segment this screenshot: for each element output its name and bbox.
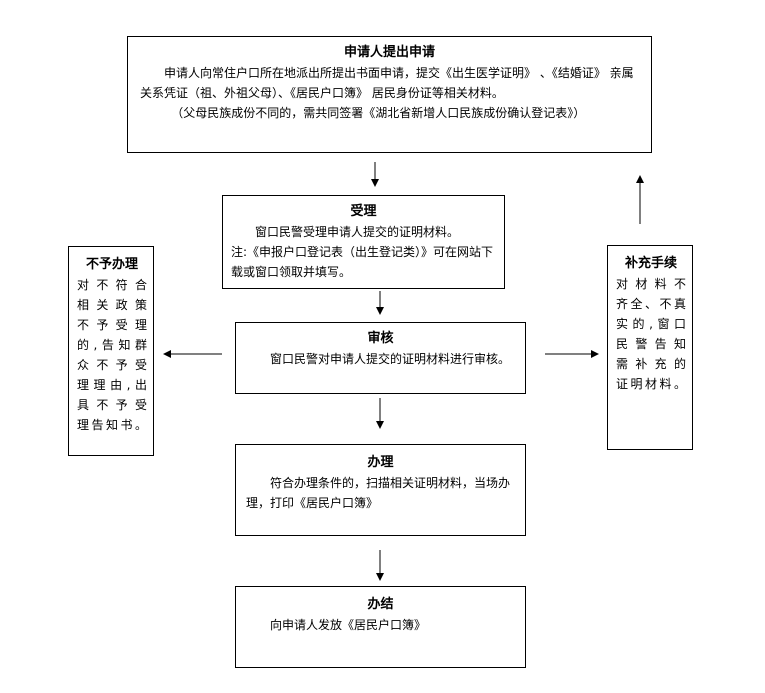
accept-note: 注:《申报户口登记表（出生登记类）》可在网站下载或窗口领取并填写。	[231, 245, 494, 279]
supplement-line: 实的,窗口	[616, 317, 686, 331]
review-title: 审核	[367, 331, 394, 346]
complete-box: 办结 向申请人发放《居民户口簿》	[235, 586, 526, 668]
supplement-line: 民警告知	[616, 337, 686, 351]
reject-title: 不予办理	[85, 257, 138, 272]
process-box: 办理 符合办理条件的，扫描相关证明材料，当场办理，打印《居民户口簿》	[235, 444, 526, 536]
reject-line: 不予受理	[77, 318, 147, 332]
supplement-line: 证明材料。	[616, 377, 686, 391]
supplement-line: 齐全、不真	[616, 297, 686, 311]
apply-note: （父母民族成份不同的，需共同签署《湖北省新增人口民族成份确认登记表》）	[171, 106, 586, 120]
supplement-line: 对材料不	[616, 277, 686, 291]
supplement-line: 需补充的	[616, 357, 686, 371]
review-box: 审核 窗口民警对申请人提交的证明材料进行审核。	[235, 322, 526, 394]
reject-line: 理理由,出	[77, 378, 147, 392]
accept-title: 受理	[350, 204, 377, 219]
process-title: 办理	[367, 455, 394, 470]
reject-line: 具不予受	[77, 398, 147, 412]
supplement-box: 补充手续 对材料不 齐全、不真 实的,窗口 民警告知 需补充的 证明材料。	[607, 245, 693, 450]
complete-body: 向申请人发放《居民户口簿》	[270, 618, 427, 632]
reject-line: 理告知书。	[77, 418, 147, 432]
accept-body: 窗口民警受理申请人提交的证明材料。	[255, 225, 460, 239]
reject-line: 相关政策	[77, 298, 147, 312]
reject-line: 的,告知群	[77, 338, 147, 352]
apply-body: 申请人向常住户口所在地派出所提出书面申请，提交《出生医学证明》 、《结婚证》 亲…	[140, 66, 634, 100]
process-body: 符合办理条件的，扫描相关证明材料，当场办理，打印《居民户口簿》	[246, 476, 511, 510]
reject-box: 不予办理 对不符合 相关政策 不予受理 的,告知群 众不予受 理理由,出 具不予…	[68, 246, 154, 456]
review-body: 窗口民警对申请人提交的证明材料进行审核。	[270, 352, 511, 366]
supplement-title: 补充手续	[624, 256, 677, 271]
accept-box: 受理 窗口民警受理申请人提交的证明材料。 注:《申报户口登记表（出生登记类）》可…	[222, 195, 505, 289]
apply-title: 申请人提出申请	[343, 45, 435, 60]
complete-title: 办结	[367, 597, 394, 612]
apply-box: 申请人提出申请 申请人向常住户口所在地派出所提出书面申请，提交《出生医学证明》 …	[127, 36, 652, 153]
reject-line: 对不符合	[77, 278, 147, 292]
reject-line: 众不予受	[77, 358, 147, 372]
